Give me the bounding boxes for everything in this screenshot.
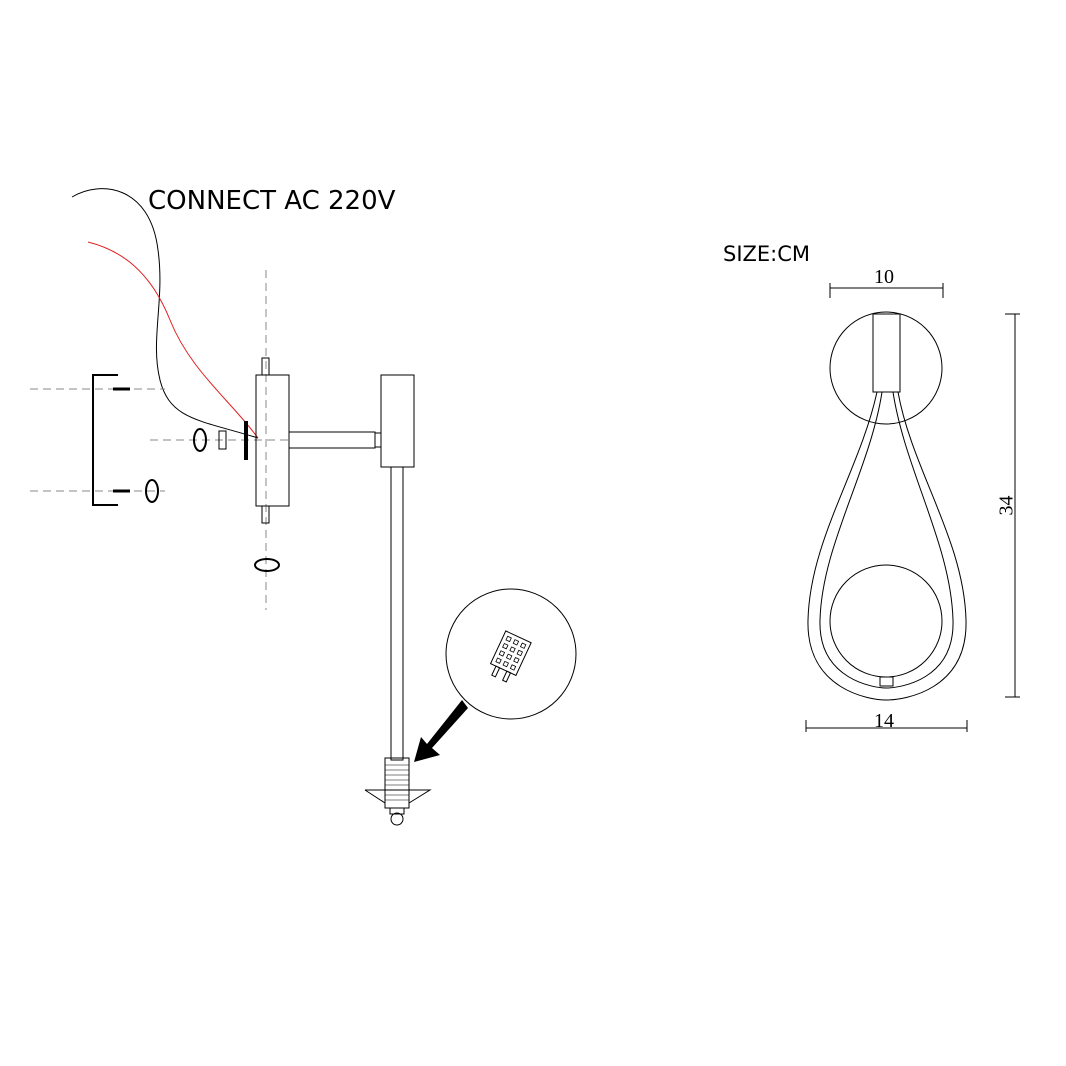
screw-icon [261,357,270,376]
center-lines [30,270,290,610]
shade-rim [364,789,432,804]
live-wire [87,241,259,439]
arrow-icon [414,700,468,762]
connect-label: CONNECT AC 220V [148,186,396,216]
width-top-dimension: 10 [874,266,894,288]
front-view [805,283,1020,732]
wall-bracket [92,374,118,506]
g9-led-bulb-icon [489,630,532,683]
nut [218,430,227,450]
size-unit-label: SIZE:CM [723,242,811,266]
height-dimension: 34 [995,495,1018,516]
width-bottom-dimension: 14 [874,710,894,732]
lamp-socket [384,757,410,809]
rotate-icon [193,428,207,452]
arm [288,431,376,449]
joint [374,432,382,448]
rotate-icon [254,558,280,572]
lamp-head-block [380,374,415,468]
rotate-icon [145,479,159,503]
bulb-detail-circle [445,588,577,720]
screw-icon [261,505,270,524]
neutral-wire [71,188,259,439]
stem [390,466,404,761]
